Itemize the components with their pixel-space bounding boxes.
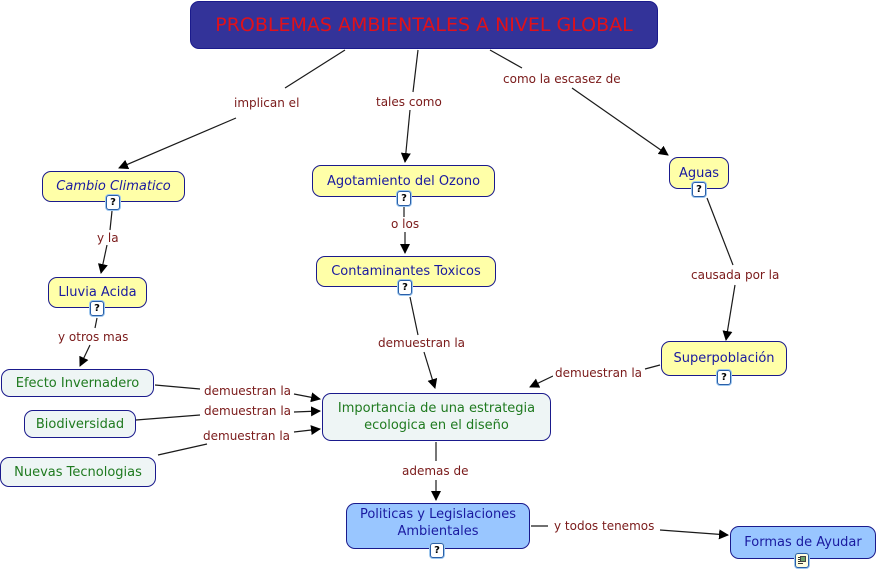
concept-label: Aguas bbox=[678, 165, 720, 181]
help-document-icon[interactable]: ? bbox=[398, 280, 412, 295]
concept-label: Formas de Ayudar bbox=[744, 535, 862, 550]
link-label-dem-nuevas: demuestran la bbox=[201, 429, 293, 443]
concept-label: Politicas y Legislaciones Ambientales bbox=[359, 507, 517, 539]
help-document-icon[interactable]: ? bbox=[430, 543, 444, 558]
edge-title-escasez bbox=[489, 49, 523, 69]
link-label-causada: causada por la bbox=[689, 268, 782, 282]
edge-dem-importancia-4 bbox=[293, 406, 321, 417]
link-label-otros: y otros mas bbox=[56, 330, 131, 344]
edge-otros-efecto bbox=[79, 344, 91, 367]
edge-dem-importancia-1 bbox=[423, 351, 438, 389]
concept-label: Efecto Invernadero bbox=[15, 375, 140, 391]
help-document-icon[interactable]: ? bbox=[397, 191, 411, 206]
help-document-icon[interactable]: ? bbox=[106, 195, 120, 210]
edge-title-implican bbox=[284, 49, 346, 89]
edge-implican-cambio bbox=[118, 117, 237, 170]
link-label-dem-contaminantes: demuestran la bbox=[376, 336, 468, 350]
link-label-implican: implican el bbox=[232, 96, 302, 110]
concept-cambio-climatico[interactable]: Cambio Climatico bbox=[42, 171, 185, 202]
concept-label: Cambio Climatico bbox=[56, 179, 171, 194]
concept-label: Nuevas Tecnologias bbox=[14, 464, 142, 480]
edge-escasez-aguas bbox=[571, 87, 669, 156]
edge-bio-dem bbox=[135, 414, 201, 421]
link-label-olos: o los bbox=[389, 217, 422, 231]
edge-title-tales bbox=[412, 49, 419, 93]
concept-label: Agotamiento del Ozono bbox=[326, 173, 481, 189]
edge-cont-dem bbox=[409, 296, 419, 336]
edge-cambio-yla bbox=[109, 210, 113, 231]
link-label-escasez: como la escasez de bbox=[501, 72, 623, 86]
concept-aguas[interactable]: Aguas bbox=[669, 157, 729, 189]
edge-nuevas-dem bbox=[157, 443, 208, 456]
edge-dem-importancia-3 bbox=[293, 392, 321, 403]
link-label-dem-efecto: demuestran la bbox=[202, 384, 294, 398]
concept-label: Biodiversidad bbox=[35, 416, 125, 432]
concept-nuevas-tecnologias[interactable]: Nuevas Tecnologias bbox=[0, 457, 156, 487]
edge-dem-importancia-5 bbox=[293, 425, 321, 435]
concept-biodiversidad[interactable]: Biodiversidad bbox=[24, 410, 136, 438]
edge-yla-lluvia bbox=[97, 244, 108, 274]
edge-todos-formas bbox=[659, 529, 729, 540]
edge-super-dem bbox=[644, 364, 661, 370]
concept-label: Lluvia Acida bbox=[58, 285, 137, 300]
edge-tales-agotamiento bbox=[400, 109, 411, 163]
link-label-ademas: ademas de bbox=[400, 464, 471, 478]
image-document-icon[interactable] bbox=[795, 553, 809, 568]
edge-efecto-dem bbox=[154, 384, 201, 390]
link-label-yla: y la bbox=[95, 231, 121, 245]
help-document-icon[interactable]: ? bbox=[90, 301, 104, 316]
help-document-icon[interactable]: ? bbox=[717, 370, 731, 385]
concept-importancia-estrategia[interactable]: Importancia de una estrategia ecologica … bbox=[322, 393, 551, 441]
edge-causada-super bbox=[722, 284, 736, 341]
edge-aguas-causada bbox=[706, 197, 734, 266]
link-label-dem-superpoblacion: demuestran la bbox=[553, 366, 645, 380]
title-text: PROBLEMAS AMBIENTALES A NIVEL GLOBAL bbox=[215, 13, 633, 36]
help-document-icon[interactable]: ? bbox=[692, 182, 706, 197]
concept-efecto-invernadero[interactable]: Efecto Invernadero bbox=[1, 369, 154, 397]
concept-label: Contaminantes Toxicos bbox=[331, 264, 481, 279]
concept-title[interactable]: PROBLEMAS AMBIENTALES A NIVEL GLOBAL bbox=[190, 1, 658, 49]
edge-lluvia-otros bbox=[94, 317, 98, 329]
link-label-todos: y todos tenemos bbox=[552, 519, 657, 533]
link-label-dem-biodiversidad: demuestran la bbox=[202, 404, 294, 418]
link-label-tales: tales como bbox=[374, 95, 444, 109]
edge-dem-importancia-2 bbox=[529, 375, 554, 388]
concept-label: Importancia de una estrategia ecologica … bbox=[337, 401, 536, 433]
concept-label: Superpoblación bbox=[673, 351, 775, 366]
concept-politicas-legislaciones[interactable]: Politicas y Legislaciones Ambientales bbox=[346, 503, 530, 549]
concept-formas-ayudar[interactable]: Formas de Ayudar bbox=[730, 526, 876, 559]
